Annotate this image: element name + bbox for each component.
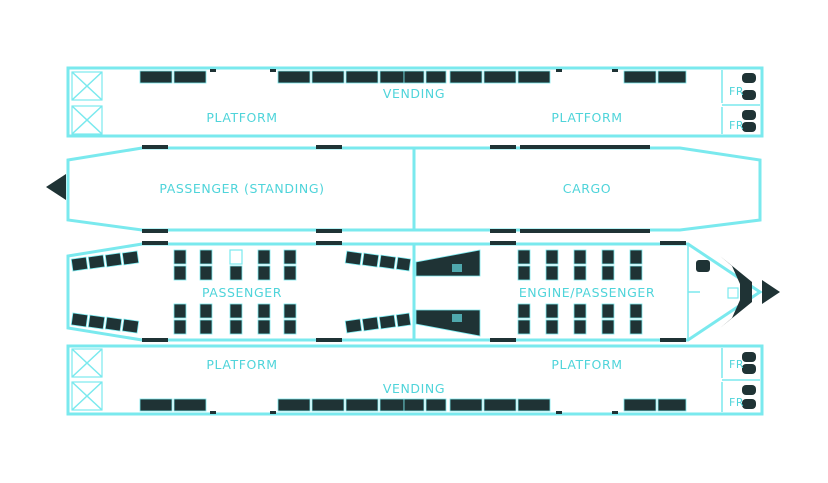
label-fr-4: FR xyxy=(729,396,744,409)
label-engine-passenger: ENGINE/PASSENGER xyxy=(519,285,655,300)
crate-icon xyxy=(71,348,103,378)
crate-icon xyxy=(71,381,103,411)
crate-icon xyxy=(71,105,103,135)
direction-arrow-left-icon xyxy=(46,174,66,200)
label-passenger: PASSENGER xyxy=(202,285,282,300)
passenger-engine-car: PASSENGER ENGINE/PASSENGER xyxy=(66,241,780,342)
crate-icon xyxy=(71,71,103,101)
label-platform-top-right: PLATFORM xyxy=(551,110,622,125)
engine-block-bottom xyxy=(415,309,481,337)
standing-cargo-car: PASSENGER (STANDING) CARGO xyxy=(46,145,762,233)
toilet-icon xyxy=(721,107,756,134)
driver-cab xyxy=(688,256,752,328)
seat-grid-engine-passenger xyxy=(517,249,643,335)
label-fr-1: FR xyxy=(729,85,744,98)
label-fr-3: FR xyxy=(729,358,744,371)
platform-car-bottom: PLATFORM PLATFORM VENDING FR FR xyxy=(66,344,764,416)
toilet-icon xyxy=(721,70,756,103)
engine-block-top xyxy=(415,249,481,277)
label-fr-2: FR xyxy=(729,119,744,132)
label-cargo: CARGO xyxy=(563,181,612,196)
vending-machine-row xyxy=(139,398,687,414)
label-platform-bottom-left: PLATFORM xyxy=(206,357,277,372)
label-vending-top: VENDING xyxy=(383,86,445,101)
platform-car-top: VENDING PLATFORM PLATFORM FR FR xyxy=(66,66,764,138)
seat-group-left-bottom xyxy=(70,312,140,334)
label-passenger-standing: PASSENGER (STANDING) xyxy=(159,181,324,196)
label-platform-top-left: PLATFORM xyxy=(206,110,277,125)
seat-grid-passenger xyxy=(173,249,297,335)
seat-group-left-top xyxy=(70,250,140,272)
vending-machine-row xyxy=(139,69,687,84)
seat-group-mid-top xyxy=(344,250,412,272)
toilet-icon xyxy=(721,382,756,412)
label-platform-bottom-right: PLATFORM xyxy=(551,357,622,372)
toilet-icon xyxy=(721,348,756,378)
seat-group-mid-bottom xyxy=(344,312,412,334)
direction-arrow-right-icon xyxy=(762,280,780,304)
label-vending-bottom: VENDING xyxy=(383,381,445,396)
